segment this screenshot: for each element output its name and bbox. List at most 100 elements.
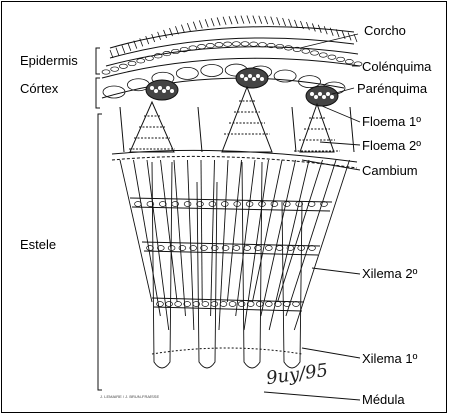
collenchyma-cell xyxy=(198,44,206,48)
ring-cell xyxy=(265,302,272,307)
cork-hatch xyxy=(110,50,113,58)
fiber-cell xyxy=(326,92,330,96)
primary-xylem-strand xyxy=(242,162,262,368)
label-xilema-2: Xilema 2º xyxy=(362,267,417,281)
phloem-wedge-outline xyxy=(222,87,272,152)
xylem-ray-line xyxy=(236,160,255,316)
collenchyma-cell xyxy=(250,42,258,46)
ring-cell xyxy=(244,246,251,251)
label-cambium: Cambium xyxy=(362,164,418,178)
ring-upper xyxy=(142,242,320,246)
ring-cell xyxy=(202,302,209,307)
ring-cell xyxy=(135,202,142,207)
label-estele: Estele xyxy=(20,238,56,252)
cork-hatch xyxy=(241,16,244,24)
phloem-wedge-outline xyxy=(130,102,174,152)
label-xilema-1: Xilema 1º xyxy=(362,352,417,366)
ring-cell xyxy=(220,302,227,307)
leader-line xyxy=(302,348,360,358)
ring-cell xyxy=(147,246,154,251)
phloem-wedge xyxy=(294,104,340,152)
label-parenquima: Parénquima xyxy=(357,82,427,96)
cork-hatch xyxy=(247,15,250,23)
fiber-cell xyxy=(170,89,174,93)
phloem-wedge xyxy=(222,87,272,152)
cork-hatch xyxy=(271,17,274,25)
fiber-cell xyxy=(318,92,322,96)
parenchyma-cell xyxy=(176,67,198,79)
cork-hatch xyxy=(146,36,149,44)
label-corcho: Corcho xyxy=(364,24,406,38)
cork-hatch xyxy=(235,16,238,24)
ring-cell xyxy=(175,302,182,307)
fiber-cell xyxy=(260,77,264,81)
illustration-credit: J. LEMAIRE / J. BRUN-FRAÏSSE xyxy=(100,394,159,399)
fiber-cell xyxy=(158,86,162,90)
phloem-ray xyxy=(350,107,354,152)
cork-hatch xyxy=(211,18,214,26)
leader-line xyxy=(300,34,358,48)
xylem-ray-line xyxy=(278,160,323,302)
cork-hatch xyxy=(259,16,262,24)
cork-hatch xyxy=(128,43,131,51)
phloem-ray xyxy=(198,107,202,152)
label-floema-1: Floema 1º xyxy=(362,115,421,129)
ring-cell xyxy=(271,202,278,207)
collenchyma-cell xyxy=(302,49,310,53)
phloem-fiber-cap xyxy=(306,86,338,106)
xylem-ray-line xyxy=(286,160,336,316)
ring-cell xyxy=(229,302,236,307)
ring-cell xyxy=(233,246,240,251)
label-epidermis: Epidermis xyxy=(20,54,78,68)
ring-cell xyxy=(276,246,283,251)
phloem-ray xyxy=(120,107,124,152)
ring-cell xyxy=(184,202,191,207)
ring-cell xyxy=(247,302,254,307)
collenchyma-cell xyxy=(311,51,319,55)
cork-hatch xyxy=(217,17,220,25)
fiber-cell xyxy=(252,77,256,81)
primary-xylem xyxy=(152,162,302,368)
cambium-layer xyxy=(112,150,357,168)
collenchyma-cell xyxy=(319,53,327,57)
collenchyma-cell xyxy=(206,43,214,47)
bracket-cortex xyxy=(96,78,100,108)
bracket-epidermis xyxy=(96,48,100,74)
collenchyma-cell xyxy=(215,43,223,47)
fiber-cell xyxy=(310,92,314,96)
phloem-fiber-cap xyxy=(236,68,268,88)
left-brackets xyxy=(96,48,102,390)
cork-hatch xyxy=(330,28,333,36)
cork-hatch xyxy=(312,23,315,31)
cork-hatch xyxy=(277,17,280,25)
xylem-ray-line xyxy=(252,160,282,302)
ring-cell xyxy=(157,302,164,307)
leader-line xyxy=(264,392,360,400)
primary-xylem-strand xyxy=(197,182,217,368)
collenchyma-layer xyxy=(102,42,362,78)
collenchyma-cell xyxy=(102,70,110,74)
fiber-cell xyxy=(314,95,318,99)
cork-hatch xyxy=(193,22,196,30)
xylem-ray-line xyxy=(161,160,178,302)
phloem-wedge xyxy=(129,102,175,152)
ring-cell xyxy=(179,246,186,251)
cork-hatch xyxy=(229,16,232,24)
ring-lower xyxy=(132,207,330,211)
cork-hatch xyxy=(187,23,190,31)
collenchyma-cell xyxy=(128,61,136,65)
collenchyma-cell xyxy=(241,42,249,46)
cork-hatch xyxy=(223,17,226,25)
fiber-cell xyxy=(150,86,154,90)
cork-outer-edge xyxy=(110,27,354,48)
cork-hatch xyxy=(283,18,286,26)
label-cortex: Córtex xyxy=(20,82,58,96)
medulla-boundary xyxy=(152,348,302,354)
fiber-cell xyxy=(162,89,166,93)
xylem-rays xyxy=(120,160,350,330)
collenchyma-cell xyxy=(337,57,345,61)
xylem-ray-line xyxy=(201,160,202,302)
collenchyma-cell xyxy=(111,67,119,71)
parenchyma-cell xyxy=(201,65,223,77)
cork-hatch xyxy=(122,45,125,53)
